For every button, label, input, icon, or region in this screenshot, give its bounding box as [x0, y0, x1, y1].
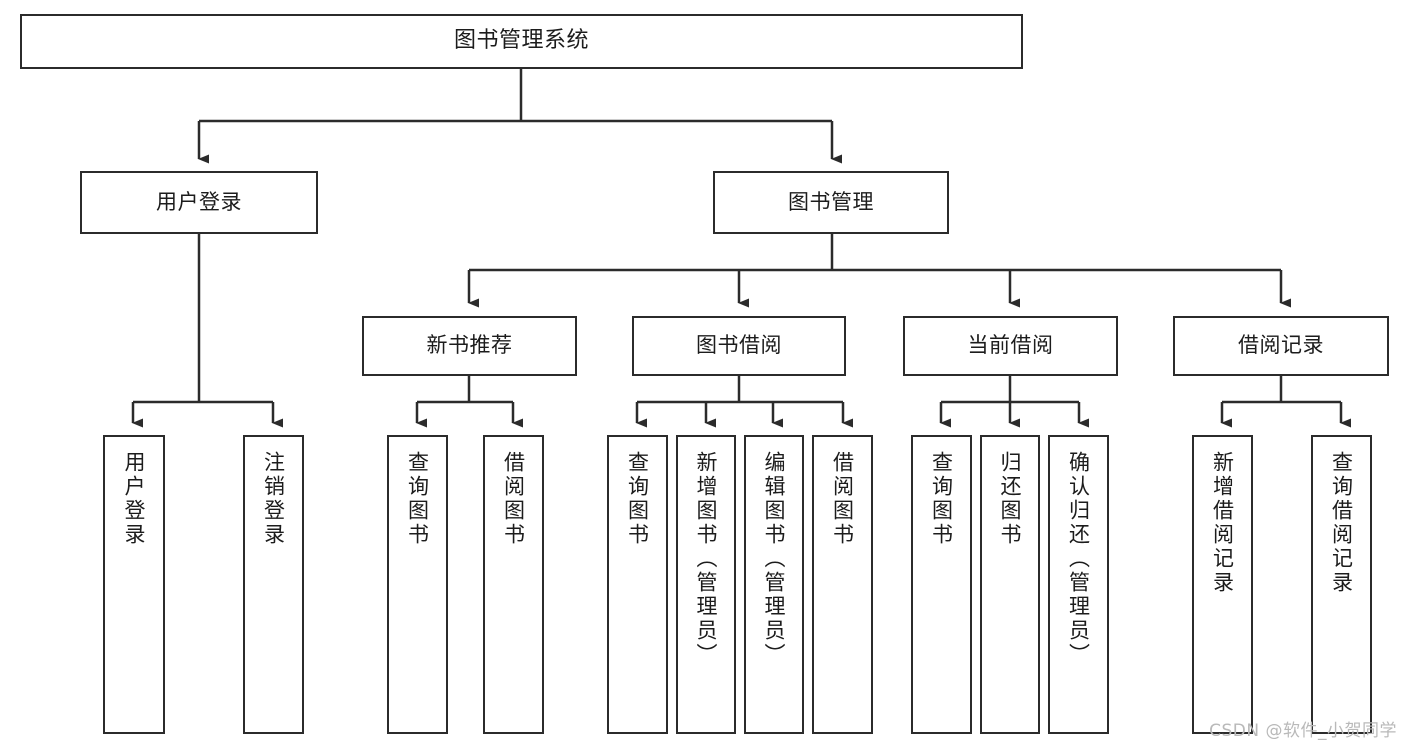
node-current-borrow[interactable]: 当前借阅 — [903, 316, 1118, 376]
node-book-management[interactable]: 图书管理 — [713, 171, 949, 234]
node-label: 图书管理系统 — [453, 28, 589, 54]
node-user-login[interactable]: 用户登录 — [80, 171, 318, 234]
leaf-confirm-return-admin[interactable]: 确认归还（管理员） — [1048, 435, 1109, 734]
leaf-query-borrow-record[interactable]: 查询借阅记录 — [1311, 435, 1372, 734]
node-new-book-recommend[interactable]: 新书推荐 — [362, 316, 577, 376]
node-label: 新增图书（管理员） — [694, 451, 719, 667]
node-label: 借阅图书 — [830, 451, 855, 547]
node-label: 注销登录 — [261, 451, 286, 547]
node-label: 编辑图书（管理员） — [762, 451, 787, 667]
node-borrow-record[interactable]: 借阅记录 — [1173, 316, 1389, 376]
node-book-borrow[interactable]: 图书借阅 — [632, 316, 846, 376]
node-label: 查询借阅记录 — [1329, 451, 1354, 595]
node-root-book-management-system[interactable]: 图书管理系统 — [20, 14, 1023, 69]
node-label: 查询图书 — [625, 451, 650, 547]
node-label: 借阅图书 — [501, 451, 526, 547]
node-label: 确认归还（管理员） — [1066, 451, 1091, 667]
node-label: 当前借阅 — [967, 333, 1054, 358]
node-label: 新书推荐 — [426, 333, 513, 358]
leaf-user-login[interactable]: 用户登录 — [103, 435, 165, 734]
node-label: 用户登录 — [122, 451, 147, 547]
leaf-add-borrow-record[interactable]: 新增借阅记录 — [1192, 435, 1253, 734]
leaf-query-book-current[interactable]: 查询图书 — [911, 435, 972, 734]
leaf-query-book-newbook[interactable]: 查询图书 — [387, 435, 448, 734]
leaf-borrow-book[interactable]: 借阅图书 — [812, 435, 873, 734]
leaf-edit-book-admin[interactable]: 编辑图书（管理员） — [744, 435, 804, 734]
leaf-add-book-admin[interactable]: 新增图书（管理员） — [676, 435, 736, 734]
node-label: 查询图书 — [405, 451, 430, 547]
node-label: 借阅记录 — [1238, 333, 1324, 358]
leaf-query-book-borrow[interactable]: 查询图书 — [607, 435, 668, 734]
leaf-logout[interactable]: 注销登录 — [243, 435, 304, 734]
leaf-borrow-book-newbook[interactable]: 借阅图书 — [483, 435, 544, 734]
node-label: 图书管理 — [788, 189, 874, 214]
node-label: 归还图书 — [998, 451, 1023, 547]
leaf-return-book[interactable]: 归还图书 — [980, 435, 1040, 734]
node-label: 查询图书 — [929, 451, 954, 547]
node-label: 图书借阅 — [696, 333, 782, 358]
node-label: 新增借阅记录 — [1210, 451, 1235, 595]
csdn-watermark: CSDN @软件_小贺同学 — [1209, 721, 1397, 741]
node-label: 用户登录 — [156, 189, 242, 214]
